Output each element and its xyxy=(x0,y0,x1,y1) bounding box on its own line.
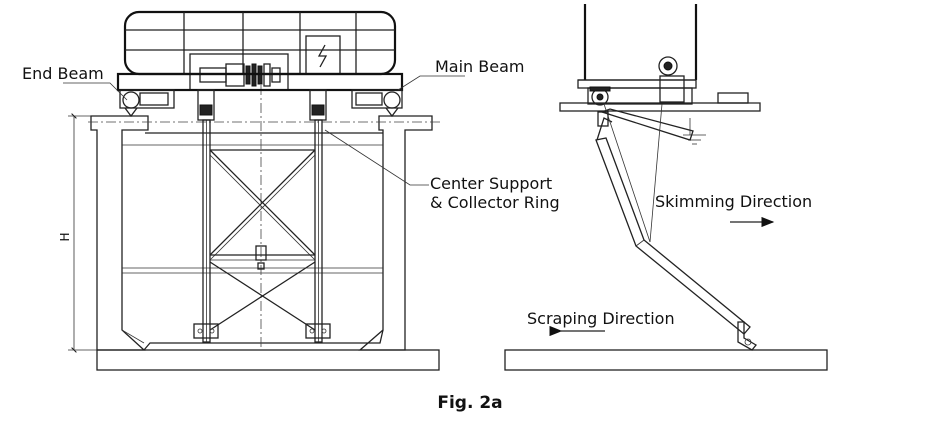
figure-caption: Fig. 2a xyxy=(437,393,502,413)
clarifier-elevation: H xyxy=(58,10,440,371)
label-leaders xyxy=(63,75,465,186)
scraping-direction-label: Scraping Direction xyxy=(527,309,675,328)
center-support-label: Center Support xyxy=(430,174,552,193)
skimming-direction-label: Skimming Direction xyxy=(655,192,812,211)
scraper-side-view xyxy=(504,4,828,371)
main-beam-label: Main Beam xyxy=(435,57,525,76)
end-beam-label: End Beam xyxy=(22,64,104,83)
height-dimension-label: H xyxy=(58,232,72,241)
collector-ring-label: & Collector Ring xyxy=(430,193,560,212)
